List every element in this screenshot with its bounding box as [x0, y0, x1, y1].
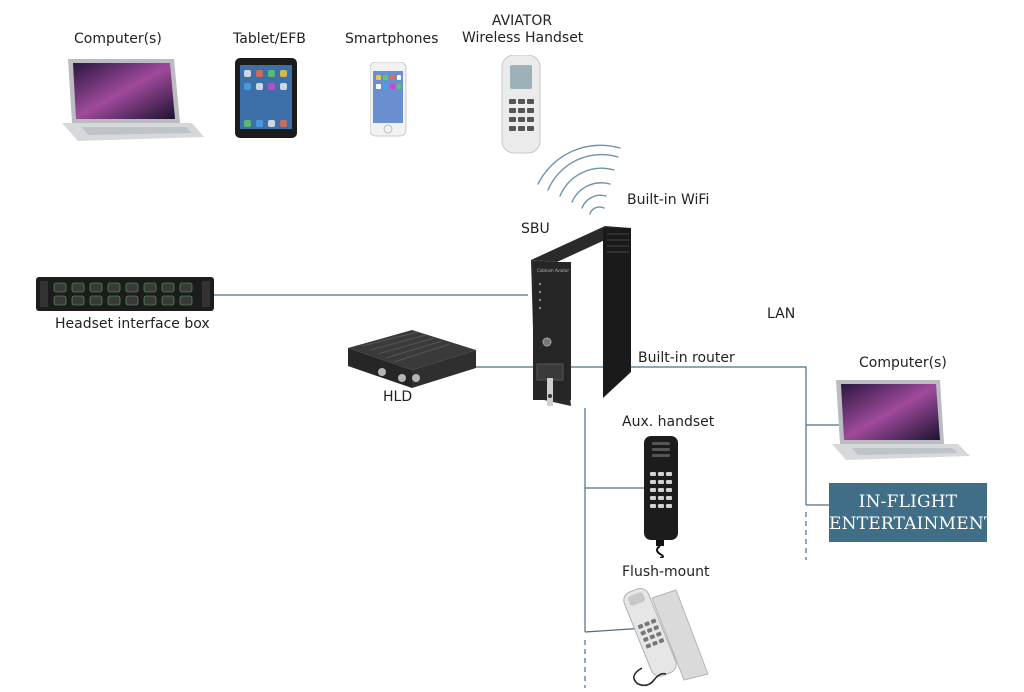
lan-label: LAN	[767, 306, 796, 322]
laptop-icon	[830, 378, 974, 468]
headset-interface-box-icon	[36, 277, 216, 317]
lan-link	[568, 366, 807, 505]
router-label: Built-in router	[638, 350, 735, 366]
smartphone-icon	[369, 61, 408, 142]
aux-handset-label: Aux. handset	[622, 414, 715, 430]
tablet-label: Tablet/EFB	[233, 31, 306, 47]
hld-label: HLD	[383, 389, 413, 405]
smartphones-label: Smartphones	[345, 31, 439, 47]
in-flight-entertainment-box: IN-FLIGHT ENTERTAINMENT	[829, 483, 996, 542]
aviator-label-line1: AVIATOR	[491, 13, 553, 29]
sbu-unit-icon: Cobham Aviator	[527, 226, 637, 416]
sbu-label: SBU	[521, 221, 550, 237]
computers-right-label: Computer(s)	[859, 355, 947, 371]
wireless-handset-icon	[500, 54, 544, 159]
aviator-label: AVIATOR Wireless Handset	[462, 13, 584, 47]
ife-line1: IN-FLIGHT	[858, 491, 958, 512]
flush-mount-handset-icon	[612, 584, 712, 692]
wifi-label: Built-in WiFi	[627, 192, 710, 208]
laptop-icon	[62, 57, 206, 147]
hld-icon	[342, 326, 482, 396]
wifi-signal-icon	[537, 144, 621, 215]
ife-line2: ENTERTAINMENT	[829, 513, 996, 534]
aux-handset-icon	[642, 436, 682, 562]
svg-text:Cobham Aviator: Cobham Aviator	[537, 268, 569, 273]
computers-top-label: Computer(s)	[74, 31, 162, 47]
headset-box-label: Headset interface box	[55, 316, 210, 332]
flush-mount-label: Flush-mount	[622, 564, 710, 580]
tablet-icon	[235, 58, 299, 144]
aviator-label-line2: Wireless Handset	[462, 30, 584, 46]
